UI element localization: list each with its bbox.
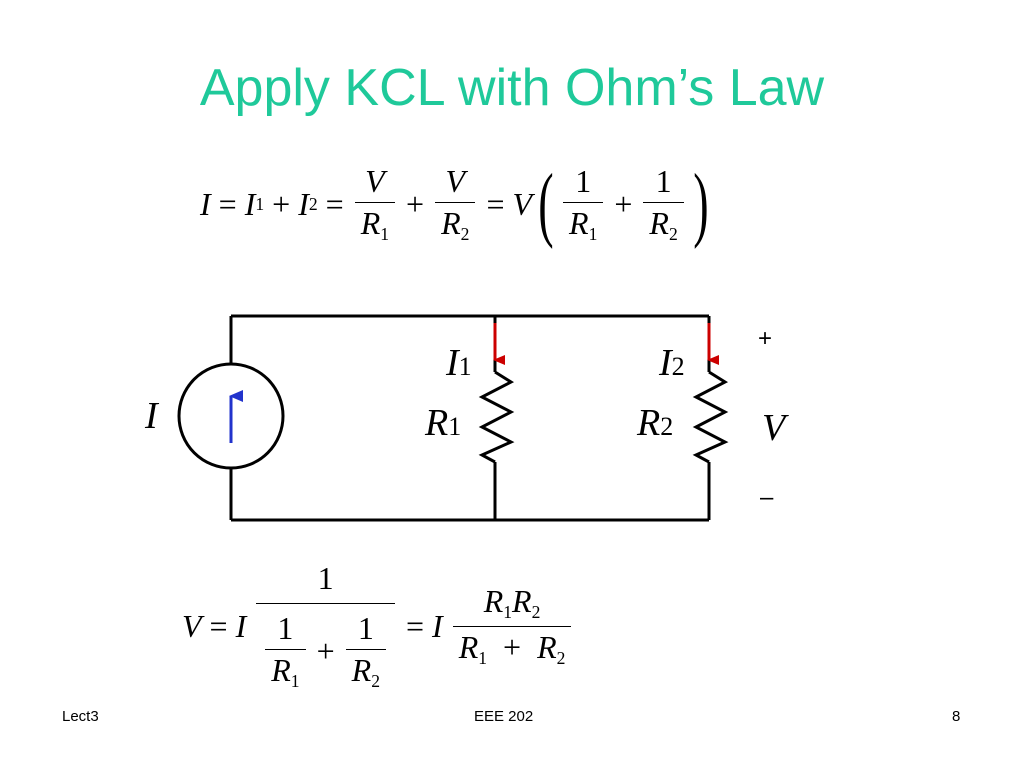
eq-equals: =: [486, 185, 505, 222]
numerator-r: R: [483, 583, 504, 620]
denominator-sub: 1: [588, 224, 598, 245]
eq-equals: =: [209, 607, 228, 644]
voltage-label: V: [762, 407, 789, 449]
fraction-product-over-sum: R1R2 R1 + R2: [452, 583, 572, 668]
resistor-r2-icon: [692, 370, 729, 464]
fraction-1-over-r1: 1 R1: [265, 610, 306, 692]
fraction-1-over-r1: 1 R1: [563, 162, 604, 245]
denominator-r: R: [351, 652, 372, 688]
resistor-r1-icon: [478, 370, 515, 464]
eq-term-V: V: [512, 185, 533, 222]
numerator-one: 1: [655, 162, 672, 199]
eq-plus: +: [614, 185, 633, 222]
voltage-plus-sign: +: [758, 325, 772, 352]
slide-title: Apply KCL with Ohm’s Law: [199, 59, 825, 117]
voltage-equation: V = I 1 1 R1 + 1 R2 = I R1R2 R1 + R2: [182, 560, 574, 692]
numerator-one: 1: [317, 560, 334, 596]
numerator-sub: 1: [503, 602, 513, 623]
fraction-v-over-r1: V R1: [354, 162, 396, 245]
numerator-one: 1: [357, 610, 374, 646]
eq-equals: =: [218, 185, 237, 222]
circuit-wires: [229, 314, 711, 522]
eq-term-I2: I: [298, 185, 309, 222]
current-i2-label: I2: [658, 342, 685, 384]
denominator-sub: 2: [371, 671, 380, 692]
voltage-minus-sign: –: [760, 484, 774, 511]
footer-lecture: Lect3: [62, 708, 99, 725]
eq-plus: +: [272, 185, 291, 222]
numerator-one: 1: [575, 162, 592, 199]
denominator-r: R: [649, 204, 669, 241]
denominator-r: R: [441, 204, 461, 241]
fraction-1-over-r2: 1 R2: [643, 162, 684, 245]
eq-plus: +: [406, 185, 425, 222]
denominator-sub: 2: [556, 647, 566, 668]
denominator-r: R: [569, 204, 589, 241]
eq-term-V: V: [182, 607, 202, 644]
eq-sub-2: 2: [308, 193, 318, 214]
eq-equals: =: [405, 607, 425, 644]
right-paren: ): [693, 157, 709, 250]
denominator-sub: 2: [668, 224, 678, 245]
denominator-sub: 1: [478, 647, 488, 668]
denominator-sub: 2: [460, 224, 470, 245]
eq-term-I: I: [432, 607, 443, 644]
denominator-r: R: [360, 204, 381, 241]
fraction-1-over-r2: 1 R2: [345, 610, 386, 692]
denominator-r: R: [271, 652, 291, 688]
eq-plus: +: [316, 632, 335, 669]
numerator-v: V: [365, 162, 385, 199]
fraction-parallel-reciprocal: 1 1 R1 + 1 R2: [256, 560, 395, 692]
eq-term-I: I: [235, 607, 247, 644]
footer-page-number: 8: [952, 708, 961, 725]
denominator-sub: 1: [290, 671, 300, 692]
numerator-v: V: [445, 162, 466, 199]
left-paren: (: [538, 157, 554, 250]
current-i1-label: I1: [445, 342, 472, 384]
source-label: I: [144, 395, 160, 437]
eq-equals: =: [325, 185, 344, 222]
denominator-sub: 1: [380, 224, 390, 245]
resistor-r2-label: R2: [636, 402, 673, 444]
numerator-one: 1: [277, 610, 294, 646]
denominator-r: R: [537, 628, 557, 665]
footer-course: EEE 202: [474, 708, 534, 725]
eq-plus: +: [503, 628, 522, 665]
eq-term-I: I: [200, 185, 211, 222]
denominator-r: R: [458, 628, 479, 665]
eq-sub-1: 1: [255, 193, 265, 214]
fraction-v-over-r2: V R2: [435, 162, 476, 245]
numerator-sub: 2: [531, 602, 541, 623]
eq-term-I1: I: [244, 185, 256, 222]
numerator-r: R: [512, 583, 532, 620]
resistor-r1-label: R1: [424, 402, 461, 444]
